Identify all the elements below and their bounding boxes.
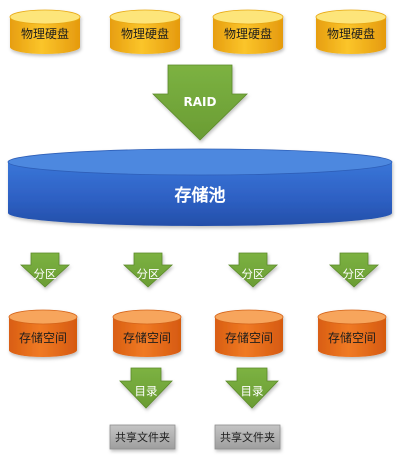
shared-folders-row: 共享文件夹 共享文件夹 (109, 424, 281, 450)
physical-disks-row: 物理硬盘 物理硬盘 物理硬盘 物理硬盘 (9, 9, 387, 54)
physical-disk-3: 物理硬盘 (212, 9, 284, 54)
directory-arrow-label: 目录 (135, 384, 158, 398)
partition-arrow-label: 分区 (242, 267, 265, 281)
storage-pool: 存储池 (7, 148, 393, 226)
storage-space-label: 存储空间 (19, 330, 67, 345)
physical-disk-label: 物理硬盘 (21, 26, 69, 41)
partition-arrow-2: 分区 (122, 252, 174, 288)
partition-arrow-3: 分区 (227, 252, 279, 288)
physical-disk-4: 物理硬盘 (315, 9, 387, 54)
directory-arrow-label: 目录 (241, 384, 264, 398)
partition-arrow-label: 分区 (137, 267, 160, 281)
storage-spaces-row: 存储空间 存储空间 存储空间 存储空间 (8, 309, 387, 357)
storage-pool-label: 存储池 (175, 185, 226, 206)
directory-arrows-row: 目录 目录 (119, 367, 279, 409)
shared-folder-2: 共享文件夹 (214, 424, 281, 450)
storage-space-3: 存储空间 (214, 309, 284, 357)
storage-space-label: 存储空间 (123, 330, 171, 345)
partition-arrow-4: 分区 (328, 252, 380, 288)
storage-space-label: 存储空间 (328, 330, 376, 345)
directory-arrow-1: 目录 (119, 367, 173, 409)
raid-arrow: RAID (152, 64, 248, 141)
partition-arrow-1: 分区 (19, 252, 71, 288)
physical-disk-label: 物理硬盘 (327, 26, 375, 41)
shared-folder-1: 共享文件夹 (109, 424, 176, 450)
physical-disk-2: 物理硬盘 (109, 9, 181, 54)
physical-disk-1: 物理硬盘 (9, 9, 81, 54)
physical-disk-label: 物理硬盘 (121, 26, 169, 41)
physical-disk-label: 物理硬盘 (224, 26, 272, 41)
storage-space-label: 存储空间 (225, 330, 273, 345)
partition-arrow-label: 分区 (343, 267, 366, 281)
directory-arrow-2: 目录 (225, 367, 279, 409)
partition-arrow-label: 分区 (34, 267, 57, 281)
raid-arrow-label: RAID (184, 95, 217, 109)
storage-space-1: 存储空间 (8, 309, 78, 357)
storage-space-2: 存储空间 (112, 309, 182, 357)
storage-space-4: 存储空间 (317, 309, 387, 357)
shared-folder-label: 共享文件夹 (115, 430, 170, 444)
partition-arrows-row: 分区 分区 分区 分区 (19, 252, 380, 288)
shared-folder-label: 共享文件夹 (220, 430, 275, 444)
